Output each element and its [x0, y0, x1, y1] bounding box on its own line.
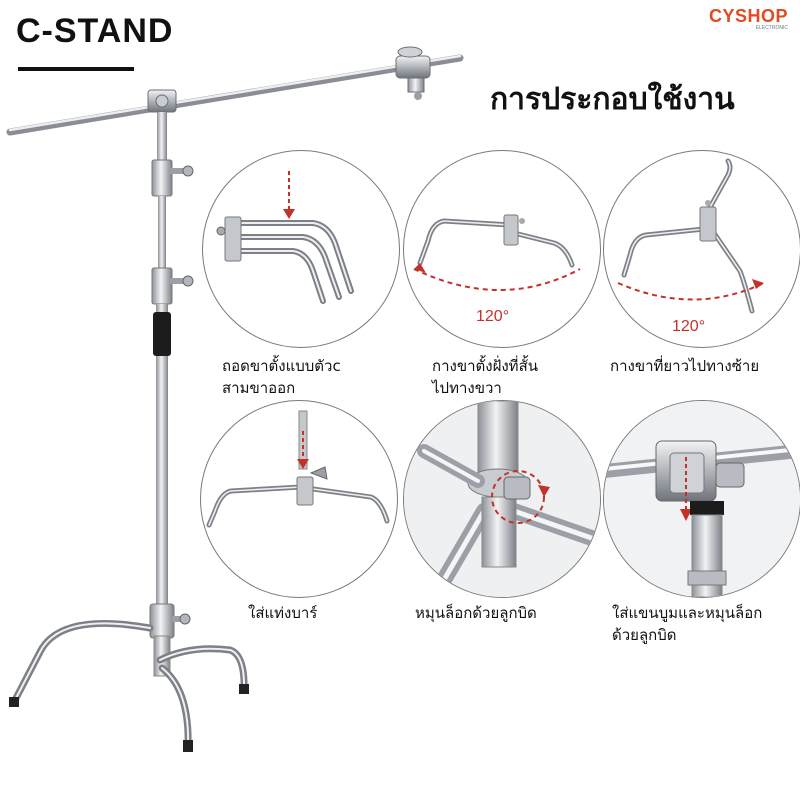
insert-bar-illustration: [206, 410, 390, 528]
page-title: C-STAND: [16, 12, 174, 50]
step-1-caption-line1: ถอดขาตั้งแบบตัวc: [222, 357, 341, 375]
step-4-circle: [200, 400, 398, 598]
remove-base-illustration: [216, 171, 354, 304]
step-2-circle: 120°: [403, 150, 601, 348]
turtle-base-legs: [10, 620, 248, 752]
step-2-angle-label: 120°: [476, 308, 509, 325]
assembly-heading: การประกอบใช้งาน: [490, 82, 735, 117]
step-1-circle: [202, 150, 400, 348]
brand-name: CYSHOP: [708, 6, 788, 26]
stand-column: [149, 112, 194, 677]
step-3-circle: 120°: [603, 150, 800, 348]
step-6-caption: ใส่แขนบูมและหมุนล็อก ด้วยลูกบิด: [612, 602, 800, 646]
step-5-circle: [403, 400, 601, 598]
step-2-caption-line2: ไปทางขวา: [432, 379, 502, 397]
attach-boom-illustration: [604, 401, 800, 597]
step-6-caption-line1: ใส่แขนบูมและหมุนล็อก: [612, 604, 763, 622]
step-4-caption: ใส่แท่งบาร์: [248, 602, 448, 624]
step-5-caption: หมุนล็อกด้วยลูกบิด: [415, 602, 615, 624]
title-underline: [18, 67, 134, 71]
step-5-caption-line1: หมุนล็อกด้วยลูกบิด: [415, 604, 537, 622]
open-long-leg-illustration: 120°: [617, 158, 765, 335]
step-2-caption-line1: กางขาตั้งฝั่งที่สั้น: [432, 357, 538, 375]
step-6-circle: [603, 400, 800, 598]
step-4-caption-line1: ใส่แท่งบาร์: [248, 604, 318, 622]
step-6-caption-line2: ด้วยลูกบิด: [612, 626, 677, 644]
step-1-caption-line2: สามขาออก: [222, 379, 296, 397]
brand-subtitle: ELECTRONIC: [755, 25, 788, 31]
step-3-caption: กางขาที่ยาวไปทางซ้าย: [610, 355, 800, 377]
brand-logo: CYSHOP ELECTRONIC: [709, 6, 788, 31]
step-3-angle-label: 120°: [672, 318, 705, 335]
lock-knob-illustration: [404, 401, 600, 597]
step-2-caption: กางขาตั้งฝั่งที่สั้น ไปทางขวา: [432, 355, 632, 399]
step-1-caption: ถอดขาตั้งแบบตัวc สามขาออก: [222, 355, 422, 399]
open-short-leg-illustration: 120°: [413, 214, 581, 325]
step-3-caption-line1: กางขาที่ยาวไปทางซ้าย: [610, 357, 760, 375]
boom-arm: [6, 54, 464, 136]
